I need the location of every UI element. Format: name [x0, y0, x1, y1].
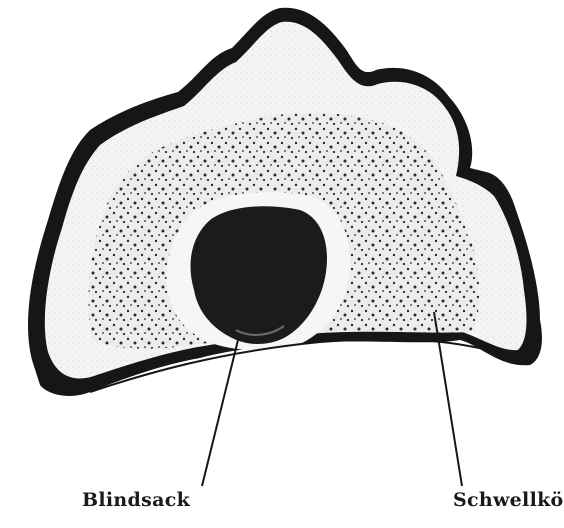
label-schwellkoerper: Schwellkö — [453, 489, 564, 511]
leader-line-blindsack — [202, 340, 238, 486]
label-blindsack: Blindsack — [82, 489, 190, 511]
